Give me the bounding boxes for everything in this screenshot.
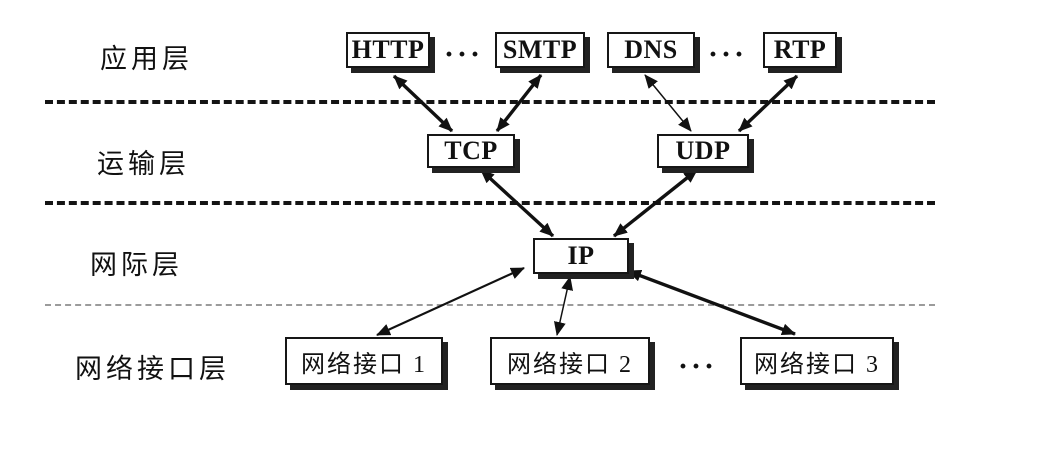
node-ip-label: IP <box>567 241 595 270</box>
edge-ip-if2 <box>553 276 574 336</box>
node-smtp-label: SMTP <box>502 35 578 64</box>
node-network-interface-2: 网络接口 2 <box>490 337 650 385</box>
node-network-interface-1: 网络接口 1 <box>285 337 443 385</box>
node-tcp-label: TCP <box>444 136 498 165</box>
node-network-interface-2-label: 网络接口 2 <box>507 351 633 378</box>
layer-divider-internet-interface <box>45 304 935 306</box>
layer-label-internet: 网际层 <box>90 250 183 280</box>
node-network-interface-3: 网络接口 3 <box>740 337 894 385</box>
layer-divider-application-transport <box>45 100 935 104</box>
node-http: HTTP <box>346 32 430 68</box>
node-rtp: RTP <box>763 32 837 68</box>
layer-label-network-interface: 网络接口层 <box>75 354 230 384</box>
edge-lines <box>376 73 799 337</box>
layer-divider-transport-internet <box>45 201 935 205</box>
ellipsis-network-interface: ··· <box>678 350 718 383</box>
node-ip: IP <box>533 238 629 274</box>
node-tcp: TCP <box>427 134 515 168</box>
edge-ip-if1 <box>376 266 525 337</box>
ellipsis-application-right: ··· <box>708 38 748 71</box>
node-dns-label: DNS <box>624 35 678 64</box>
edge-ip-if3 <box>627 269 796 336</box>
node-http-label: HTTP <box>351 35 425 64</box>
layer-label-application: 应用层 <box>100 44 193 74</box>
layer-label-transport: 运输层 <box>97 149 190 179</box>
node-network-interface-1-label: 网络接口 1 <box>301 351 427 378</box>
node-smtp: SMTP <box>495 32 585 68</box>
node-udp: UDP <box>657 134 749 168</box>
node-udp-label: UDP <box>675 136 731 165</box>
node-network-interface-3-label: 网络接口 3 <box>754 351 880 378</box>
node-dns: DNS <box>607 32 695 68</box>
ellipsis-application-left: ··· <box>444 38 484 71</box>
node-rtp-label: RTP <box>773 35 827 64</box>
